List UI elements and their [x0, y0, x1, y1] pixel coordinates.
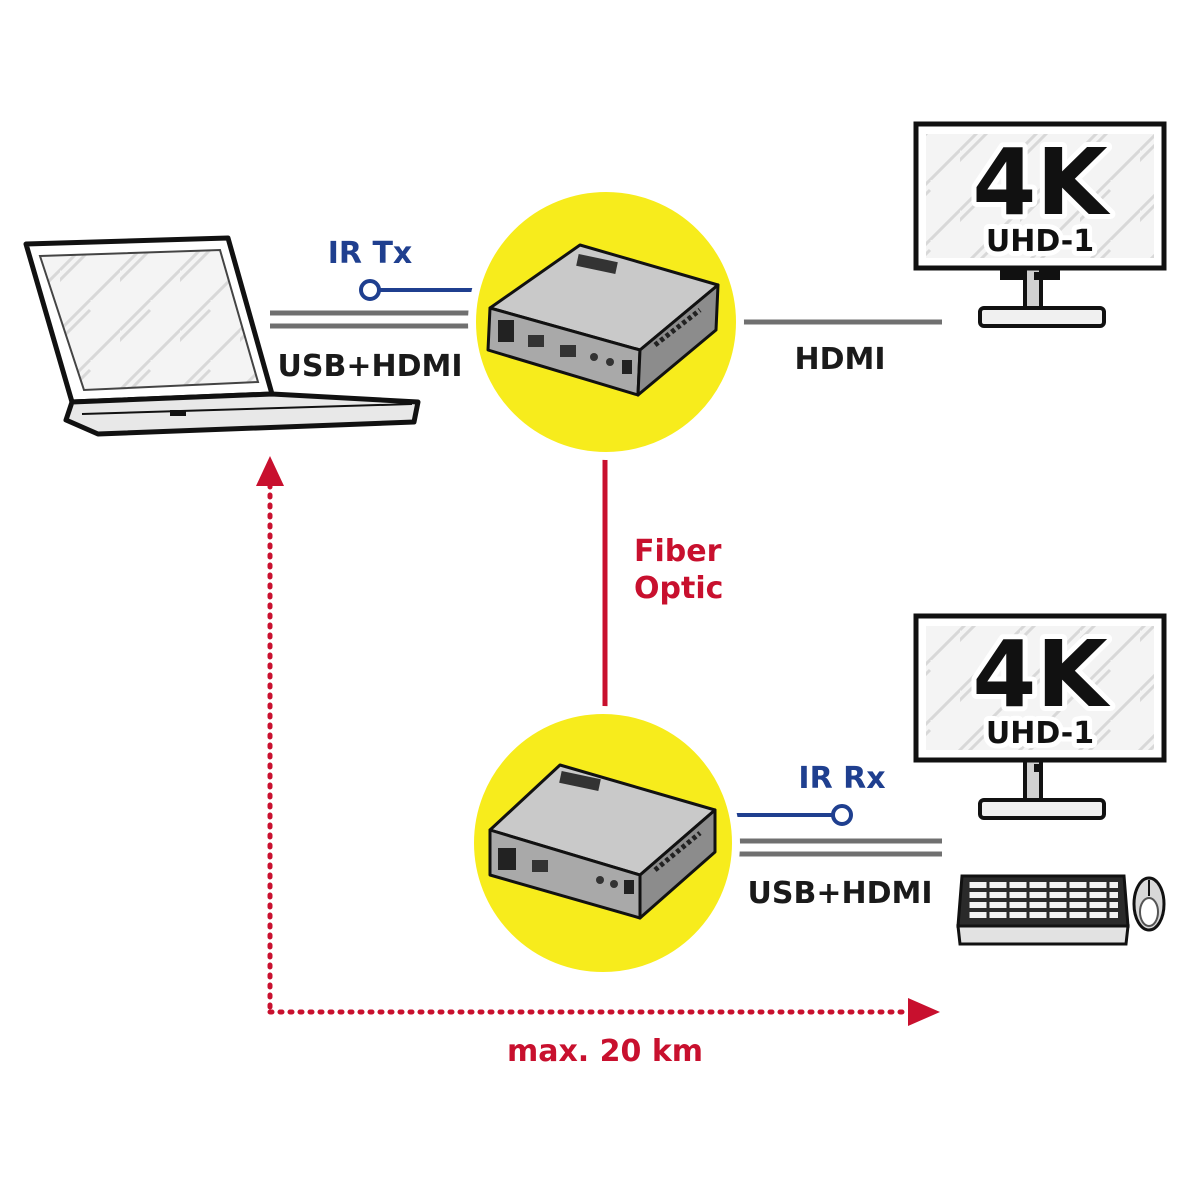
- mouse-icon: [1132, 876, 1166, 932]
- usb-hdmi-cable-rx: [735, 838, 942, 857]
- usb-hdmi-tx-label: USB+HDMI: [278, 349, 463, 384]
- monitor-top: 4K UHD-1: [913, 121, 1167, 328]
- hdmi-label: HDMI: [794, 342, 885, 377]
- laptop-icon: [23, 235, 421, 437]
- ir-rx-line: [735, 804, 853, 826]
- transmitter-unit: [468, 184, 744, 460]
- monitor-bottom-standard: UHD-1: [986, 716, 1094, 751]
- monitor-bottom: 4K UHD-1: [913, 613, 1167, 820]
- monitor-top-standard: UHD-1: [986, 224, 1094, 259]
- fiber-label-line1: Fiber: [634, 534, 722, 569]
- ir-tx-line: [359, 279, 480, 301]
- distance-label: max. 20 km: [507, 1034, 703, 1069]
- monitor-icon: [913, 121, 1167, 328]
- usb-hdmi-rx-label: USB+HDMI: [748, 876, 933, 911]
- ir-tx-label: IR Tx: [328, 236, 413, 271]
- monitor-icon: [913, 613, 1167, 820]
- receiver-unit-icon: [488, 763, 717, 920]
- fiber-label-line2: Optic: [634, 571, 723, 606]
- ir-rx-label: IR Rx: [798, 761, 885, 796]
- transmitter-unit-icon: [486, 243, 720, 397]
- distance-indicator: [256, 456, 940, 1026]
- keyboard-icon: [956, 874, 1130, 946]
- monitor-bottom-resolution: 4K: [972, 621, 1111, 728]
- monitor-top-resolution: 4K: [972, 129, 1111, 236]
- usb-hdmi-cable-tx: [270, 310, 480, 329]
- receiver-unit: [466, 706, 740, 980]
